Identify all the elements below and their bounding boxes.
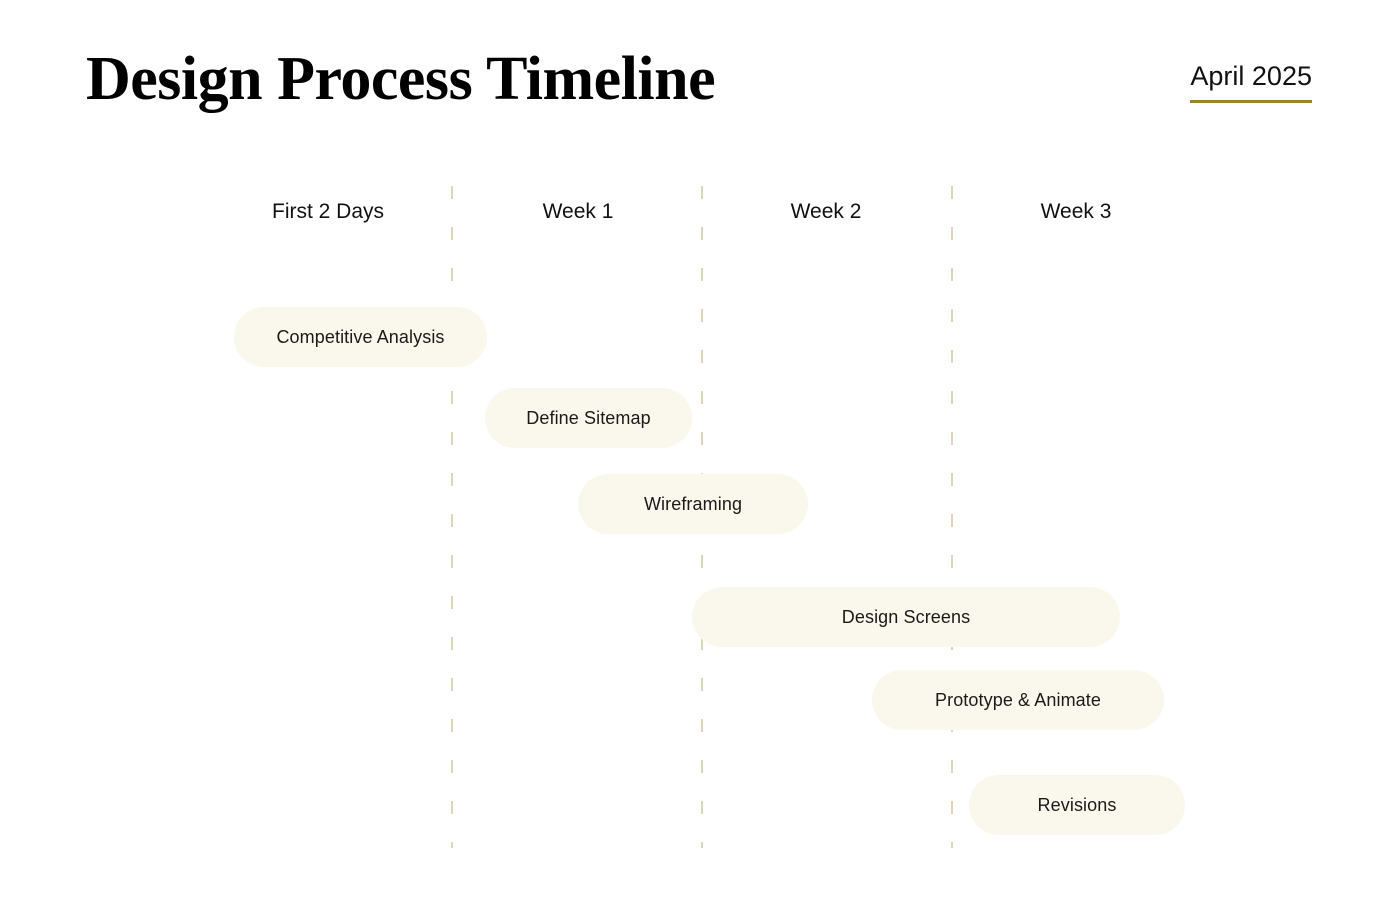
task-label: Wireframing [643,493,743,514]
date-badge: April 2025 [1190,58,1312,104]
task-label: Competitive Analysis [276,326,445,347]
column-header-1: First 2 Days [271,200,385,223]
column-header-4: Week 3 [1040,200,1112,223]
task-label: Design Screens [841,606,971,627]
column-header-3: Week 2 [790,200,862,223]
task-pill[interactable]: Define Sitemap [485,388,692,448]
task-label: Define Sitemap [526,407,651,428]
column-header-2: Week 1 [542,200,614,223]
task-pill[interactable]: Wireframing [578,474,808,534]
task-label: Revisions [1037,794,1117,815]
task-pill[interactable]: Revisions [969,775,1185,835]
page-title: Design Process Timeline [86,45,716,113]
task-pill[interactable]: Prototype & Animate [872,670,1164,730]
task-pill[interactable]: Design Screens [692,587,1120,647]
grid-divider-3 [951,186,953,848]
task-pill[interactable]: Competitive Analysis [234,307,487,367]
grid-divider-1 [451,186,453,848]
task-label: Prototype & Animate [935,689,1101,710]
